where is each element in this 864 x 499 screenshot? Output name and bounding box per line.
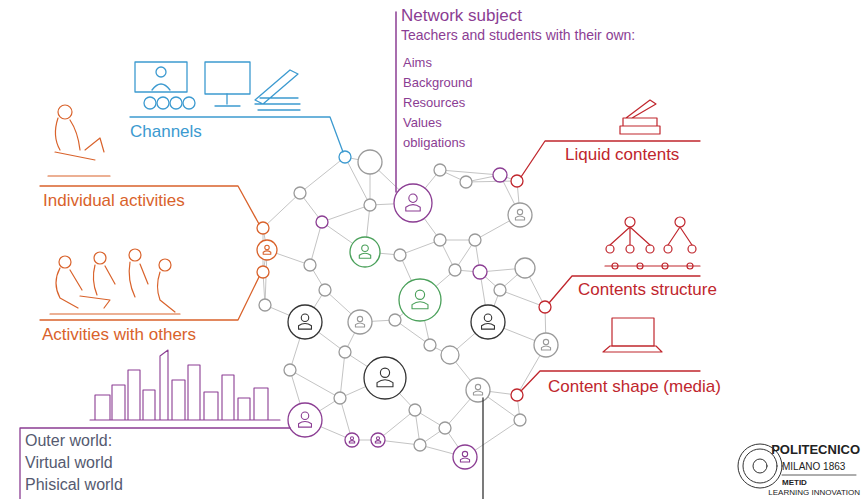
network-node [414,439,426,451]
network-node [460,176,472,188]
network-node [394,184,432,222]
network-node [441,346,459,364]
network-link [290,370,340,398]
leader-line [130,117,343,152]
network [257,150,558,469]
network-node [364,357,406,399]
network-node [345,433,359,447]
leader-line [482,398,483,499]
network-node [399,279,441,321]
leader-line [20,428,290,499]
network-node [471,305,505,339]
network-node [424,339,436,351]
callout-label: Channels [130,122,202,142]
callout-label: Phisical world [25,476,123,494]
callout-label: Virtual world [25,454,113,472]
network-node [339,151,351,163]
network-node [493,168,507,182]
network-link [440,170,500,175]
callout-label: Individual activities [43,191,185,211]
list-item: obligations [403,136,465,151]
network-node [514,414,526,426]
network-node [394,249,406,261]
list-item: Resources [403,96,465,111]
network-node [409,404,421,416]
individual-activity-icon [48,105,110,176]
network-link [322,205,370,222]
logo-text: MILANO 1863 [782,461,845,473]
list-item: Background [403,76,472,91]
logo-rule [782,475,856,476]
leader-line [40,277,259,320]
network-node [339,346,351,358]
network-link [263,193,300,228]
list-item: Aims [403,56,432,71]
city-skyline-icon [90,350,280,420]
heading: Network subject [401,6,522,26]
network-node [350,237,380,267]
network-node [334,392,346,404]
callout-label: Outer world: [25,432,112,450]
callout-label: Liquid contents [565,145,679,165]
callout-label: Content shape (media) [548,377,721,397]
network-node [358,150,382,174]
network-node [371,433,385,447]
network-node [319,284,331,296]
network-node [348,310,372,334]
books-icon [620,100,660,134]
logo-text: METID [782,478,807,487]
network-node [473,265,487,279]
network-node [288,403,322,437]
network-node [284,364,296,376]
network-node [466,378,490,402]
network-node [257,240,277,260]
network-node [449,264,461,276]
leader-line [40,186,259,224]
callout-label: Activities with others [42,325,196,345]
network-node [508,203,532,227]
logo-text: LEARNING INNOVATION [768,488,860,497]
channels-icon [135,62,300,110]
subheading: Teachers and students with their own: [401,27,635,43]
network-link [340,352,345,398]
network-link [300,157,345,193]
network-node [316,216,328,228]
network-node [389,314,401,326]
network-link [466,181,517,182]
content-tree-icon [605,217,700,269]
network-node [294,187,306,199]
network-node [259,299,271,311]
callout-label: Contents structure [578,280,717,300]
network-node [469,234,481,246]
network-node [439,422,451,434]
network-node [304,259,316,271]
list-item: Values [403,116,442,131]
leader-line [395,12,397,192]
network-node [453,445,477,469]
network-node [257,266,269,278]
logo-text: POLITECNICO [771,443,860,458]
laptop-icon [603,318,662,352]
network-link [500,290,545,307]
network-node [364,199,376,211]
network-node [534,333,558,357]
group-activity-icon [50,249,180,314]
network-node [494,284,506,296]
network-link [310,222,322,265]
network-node [434,234,446,246]
network-node [434,164,446,176]
network-node [515,258,535,278]
network-node [288,305,322,339]
leader-line [521,141,700,177]
